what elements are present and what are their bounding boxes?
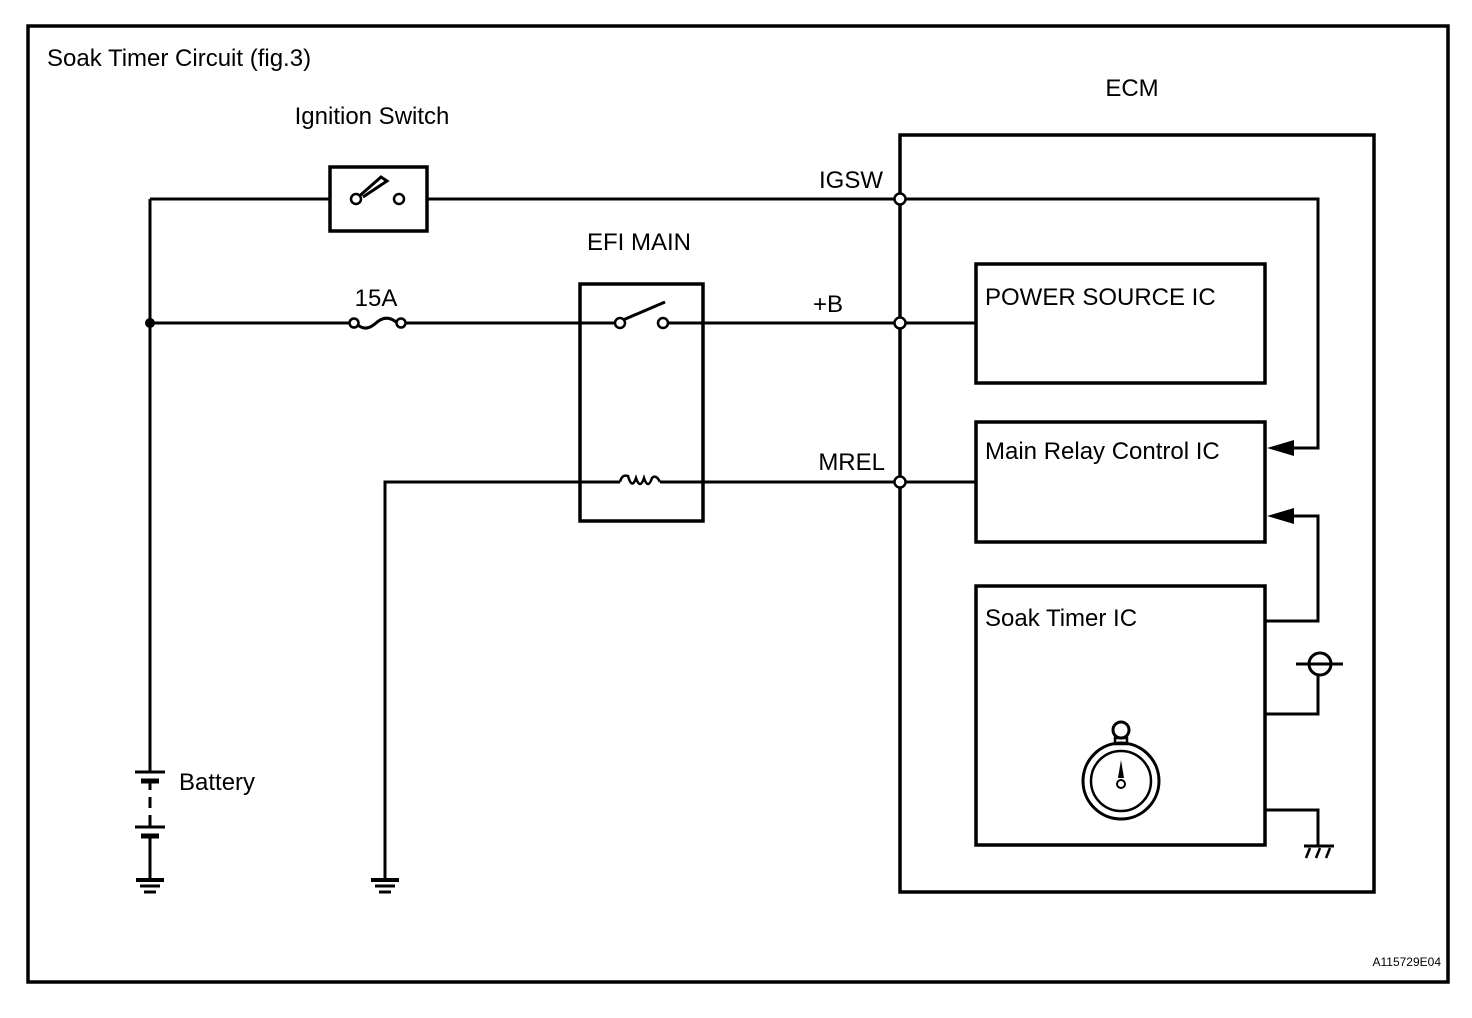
relay-switch-icon xyxy=(613,300,670,330)
diagram-frame xyxy=(26,24,1450,984)
power-source-ic-box xyxy=(974,262,1267,385)
reference-code: A115729E04 xyxy=(1372,955,1441,969)
terminal-plus-b-label: +B xyxy=(813,291,843,318)
main-relay-control-ic-label: Main Relay Control IC xyxy=(985,438,1220,465)
fuse-icon xyxy=(348,316,407,330)
switch-icon xyxy=(349,175,406,206)
efi-main-label: EFI MAIN xyxy=(587,229,691,256)
battery-icon xyxy=(135,770,165,880)
power-source-ic-label: POWER SOURCE IC xyxy=(985,284,1216,311)
arrow-icon xyxy=(1267,508,1294,524)
terminal-igsw-label: IGSW xyxy=(819,167,883,194)
chassis-ground-icon xyxy=(1304,844,1334,859)
soak-timer-ic-label: Soak Timer IC xyxy=(985,605,1137,632)
main-relay-control-ic-box xyxy=(974,420,1267,544)
terminal-mrel xyxy=(893,475,907,489)
ignition-switch-label: Ignition Switch xyxy=(295,103,450,130)
diagram-title: Soak Timer Circuit (fig.3) xyxy=(47,45,311,72)
ignition-switch-box xyxy=(328,165,429,233)
arrow-icon xyxy=(1267,440,1294,456)
terminal-plus-b xyxy=(893,316,907,330)
terminal-mrel-label: MREL xyxy=(818,449,885,476)
battery-label: Battery xyxy=(179,769,255,796)
ecm-box xyxy=(898,133,1376,894)
signal-terminal-icon xyxy=(1296,651,1343,677)
relay-coil-icon xyxy=(618,474,662,486)
efi-main-relay-box xyxy=(578,282,705,523)
ecm-label: ECM xyxy=(1105,75,1158,102)
ground-icon xyxy=(371,878,399,894)
terminal-igsw xyxy=(893,192,907,206)
stopwatch-icon xyxy=(1081,720,1161,821)
ground-icon xyxy=(136,878,164,894)
fuse-label: 15A xyxy=(355,285,398,312)
